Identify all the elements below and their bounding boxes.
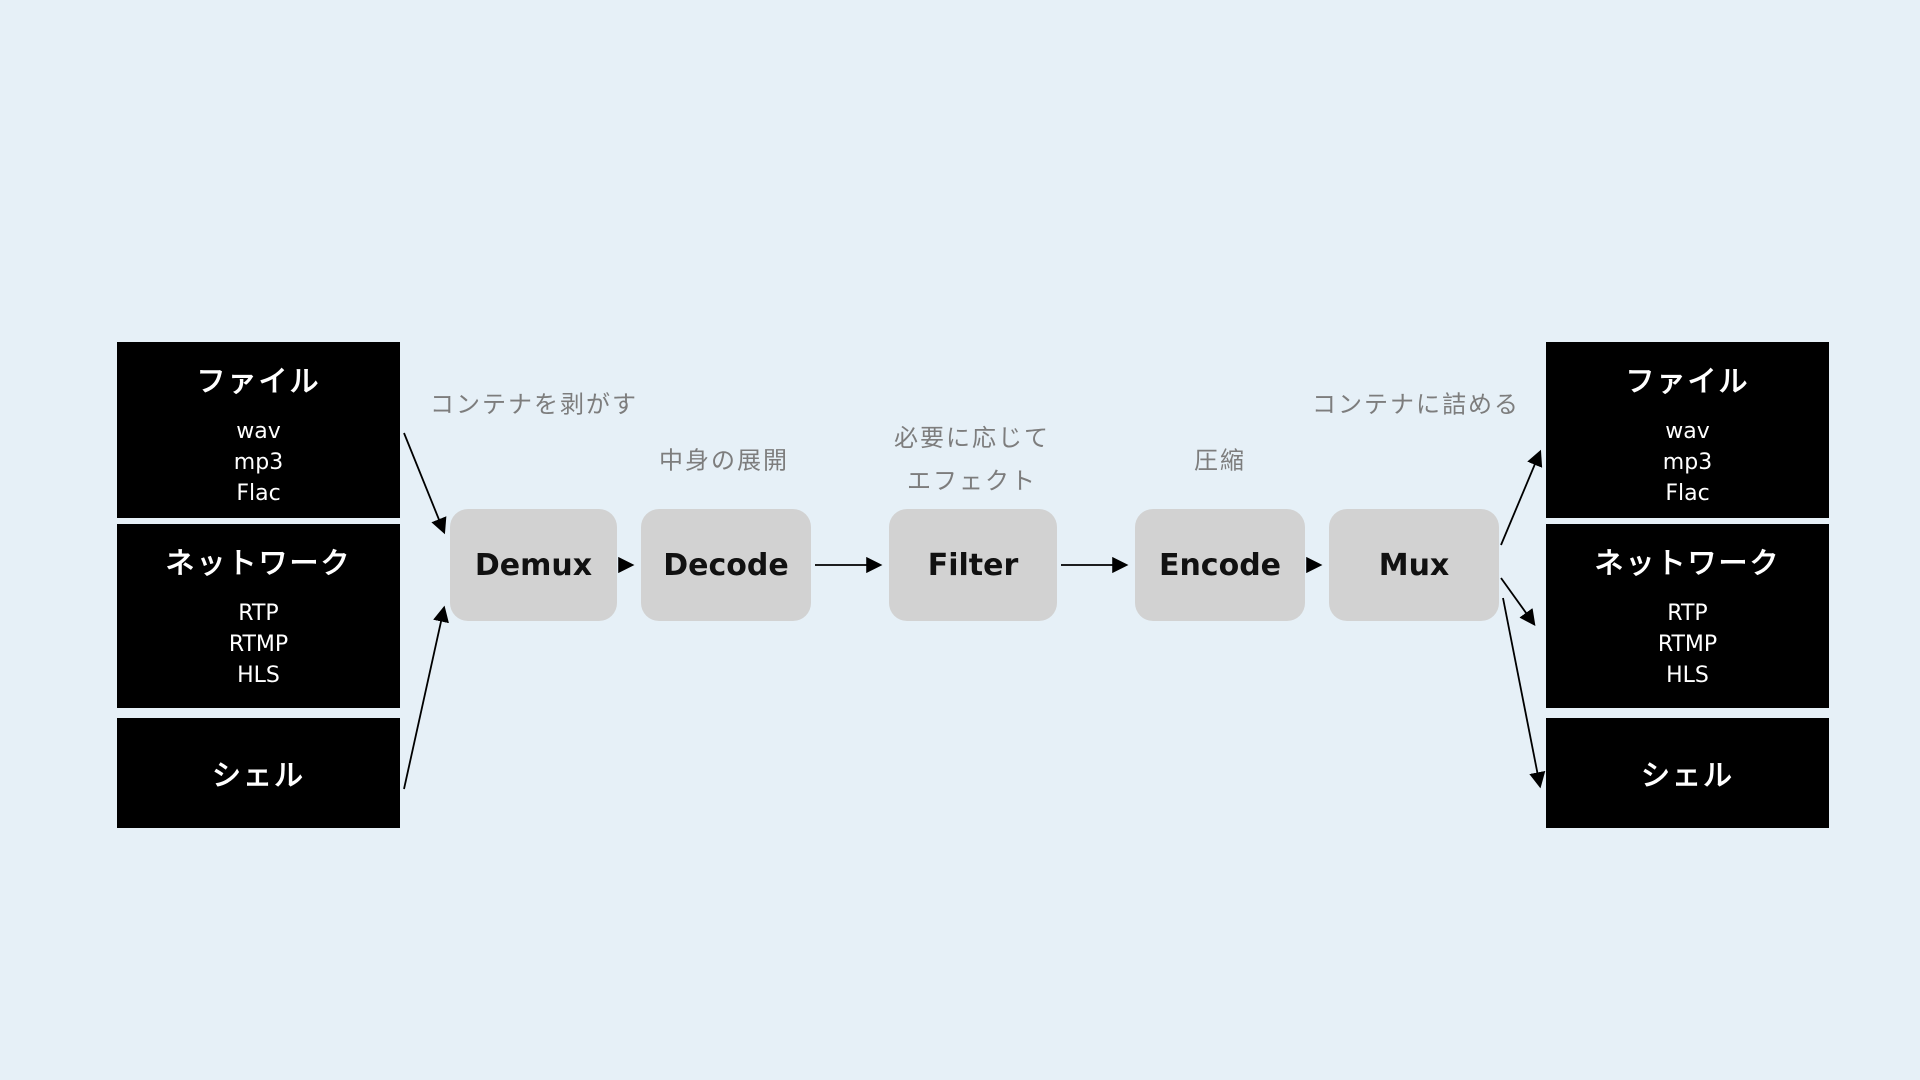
output-network-item: RTMP xyxy=(1657,632,1718,657)
input-file-box: ファイル wav mp3 Flac xyxy=(117,342,400,518)
output-network-box: ネットワーク RTP RTMP HLS xyxy=(1546,524,1829,708)
arrow-mux-to-output-network xyxy=(1500,577,1536,626)
stage-decode-label: Decode xyxy=(663,547,789,583)
input-file-item: wav xyxy=(236,419,281,444)
input-file-title: ファイル xyxy=(196,364,321,398)
annotation-filter-line2: エフェクト xyxy=(907,467,1037,495)
annotation-demux: コンテナを剥がす xyxy=(430,390,638,419)
stage-encode-label: Encode xyxy=(1158,547,1282,583)
input-network-items: RTP RTMP HLS xyxy=(229,598,288,691)
input-file-item: mp3 xyxy=(233,450,284,475)
input-file-items: wav mp3 Flac xyxy=(234,416,283,509)
annotation-mux: コンテナに詰める xyxy=(1312,390,1520,419)
stage-demux: Demux xyxy=(450,509,617,621)
stage-mux-label: Mux xyxy=(1378,547,1450,583)
input-shell-box: シェル xyxy=(117,718,400,828)
output-file-title: ファイル xyxy=(1625,364,1750,398)
input-file-item: Flac xyxy=(236,481,281,506)
stage-mux: Mux xyxy=(1329,509,1499,621)
output-file-box: ファイル wav mp3 Flac xyxy=(1546,342,1829,518)
output-file-item: Flac xyxy=(1665,481,1710,506)
annotation-decode: 中身の展開 xyxy=(659,446,789,475)
input-network-box: ネットワーク RTP RTMP HLS xyxy=(117,524,400,708)
output-shell-box: シェル xyxy=(1546,718,1829,828)
output-network-items: RTP RTMP HLS xyxy=(1658,598,1717,691)
output-network-item: HLS xyxy=(1666,663,1709,688)
arrow-mux-to-output-file xyxy=(1500,449,1543,546)
input-network-item: RTMP xyxy=(228,632,289,657)
output-file-item: wav xyxy=(1665,419,1710,444)
stage-filter: Filter xyxy=(889,509,1057,621)
output-file-items: wav mp3 Flac xyxy=(1663,416,1712,509)
arrow-input-file-to-demux xyxy=(403,432,447,535)
output-file-item: mp3 xyxy=(1662,450,1713,475)
annotation-filter-line1: 必要に応じて xyxy=(894,424,1050,452)
arrow-mux-to-output-shell xyxy=(1502,597,1546,789)
output-shell-title: シェル xyxy=(1640,758,1734,792)
stage-encode: Encode xyxy=(1135,509,1305,621)
input-network-item: RTP xyxy=(238,601,279,626)
annotation-filter: 必要に応じて エフェクト xyxy=(894,417,1050,503)
stage-demux-label: Demux xyxy=(474,547,593,583)
output-network-item: RTP xyxy=(1667,601,1708,626)
stage-decode: Decode xyxy=(641,509,811,621)
annotation-encode: 圧縮 xyxy=(1194,446,1246,475)
input-network-item: HLS xyxy=(237,663,280,688)
input-network-title: ネットワーク xyxy=(165,546,352,580)
stage-filter-label: Filter xyxy=(927,547,1019,583)
output-network-title: ネットワーク xyxy=(1594,546,1781,580)
input-shell-title: シェル xyxy=(211,758,305,792)
arrow-input-shell-to-demux xyxy=(403,605,449,790)
